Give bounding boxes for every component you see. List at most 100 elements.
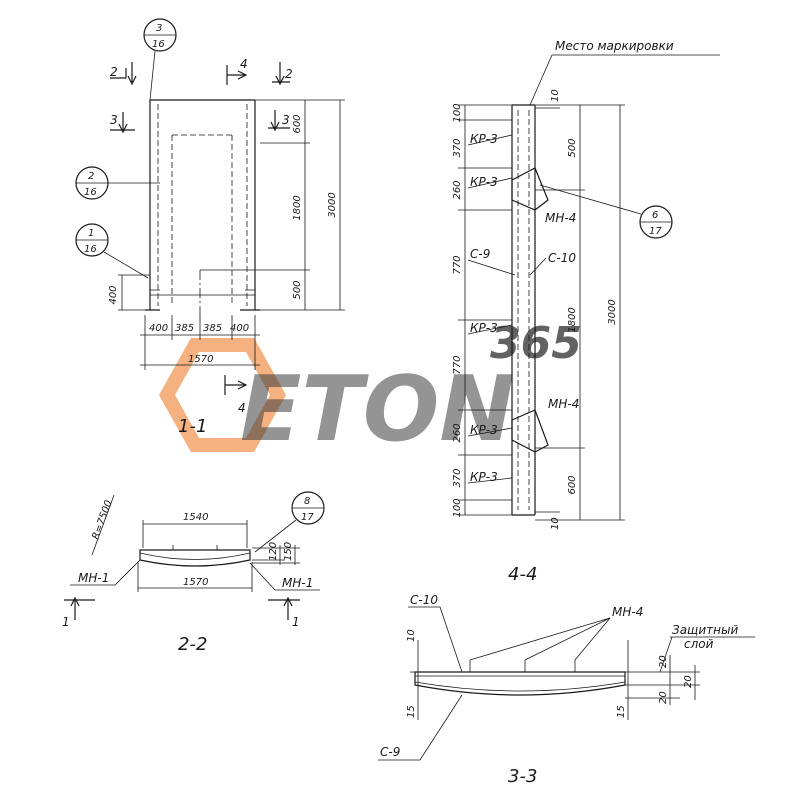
dim-4-4-l0: 100 — [452, 103, 463, 122]
section-3-3-title: 3-3 — [508, 766, 537, 787]
dim-1-1-500: 500 — [292, 280, 303, 299]
dim-4-4-l4: 770 — [452, 355, 463, 374]
dim-1-1-1800: 1800 — [292, 195, 303, 220]
callout-1-16-leader — [76, 239, 149, 279]
dim-3-3-15-left: 15 — [406, 705, 417, 718]
mn-1-left-label: МН-1 — [78, 571, 109, 585]
dim-1-1-3000: 3000 — [327, 192, 338, 217]
callout-1-16-num: 1 — [88, 228, 94, 239]
dims-1-1-right-lines — [200, 99, 345, 311]
panel-1-1-inner-lines — [157, 104, 248, 306]
dim-2-2-bottom-lines — [137, 562, 253, 592]
cut-label-2-left: 2 — [110, 65, 118, 79]
section-4-4: Место маркировки КР-3 КР-3 С-9 С-10 КР-3… — [452, 39, 720, 585]
callout-6-17-num: 6 — [652, 210, 658, 221]
mn-1-right-leader — [249, 562, 320, 591]
dim-3-3-20-a: 20 — [658, 655, 669, 668]
dim-3-3-10: 10 — [406, 629, 417, 642]
cut-arrow-3-left — [110, 112, 135, 134]
panel-2-2-ticks — [172, 545, 218, 550]
label-c10-3-3: С-10 — [410, 593, 438, 607]
mn-4-upper-shape — [511, 167, 549, 211]
callout-3-16-den: 16 — [152, 39, 165, 50]
callout-6-17-den: 17 — [649, 226, 662, 237]
cut-label-4-bottom: 4 — [238, 401, 246, 415]
leader-c9-3-3 — [378, 694, 463, 761]
panel-1-1-bottom-lines — [150, 289, 255, 296]
section-1-1: 2 3 4 2 3 4 3 16 2 16 1 16 600 1800 500 … — [75, 18, 345, 437]
dims-4-4-right-lines — [535, 104, 625, 521]
dim-3-3-20-c: 20 — [683, 675, 694, 688]
leader-kr3-b — [467, 177, 513, 189]
watermark-hexagon-icon — [158, 338, 287, 452]
label-mn4-3-3: МН-4 — [612, 605, 643, 619]
dim-1-1-width: 1570 — [188, 354, 213, 365]
dim-1-1-b2: 385 — [203, 323, 222, 334]
cut-arrow-4-bottom — [224, 375, 248, 395]
dim-2-2-1570: 1570 — [183, 577, 208, 588]
label-kr3-c: КР-3 — [470, 321, 498, 335]
cut-label-1-right: 1 — [292, 615, 300, 629]
leader-kr3-a — [467, 134, 513, 146]
leader-kr3-d — [467, 427, 513, 437]
cut-arrow-1-left — [64, 596, 95, 620]
section-4-4-title: 4-4 — [508, 564, 537, 585]
label-mn4-a: МН-4 — [545, 211, 576, 225]
panel-2-2-inner — [139, 552, 251, 560]
cut-mark-2-left — [110, 68, 127, 79]
dim-4-4-r2: 600 — [567, 475, 578, 494]
section-1-1-title: 1-1 — [178, 416, 207, 437]
section-3-3: С-10 МН-4 С-9 Защитный слой 10 15 15 20 … — [378, 593, 755, 787]
section-2-2: 1540 1570 R=7500 120 150 8 17 МН-1 МН-1 … — [62, 491, 325, 655]
cut-arrow-3-right — [268, 110, 290, 132]
mn-1-right-label: МН-1 — [282, 576, 313, 590]
dim-1-1-b1: 385 — [175, 323, 194, 334]
callout-3-16-leader — [144, 34, 176, 101]
leader-c9 — [467, 259, 516, 276]
dim-4-4-top10: 10 — [550, 89, 561, 102]
label-mn4-b: МН-4 — [548, 397, 579, 411]
label-kr3-b: КР-3 — [470, 175, 498, 189]
leader-kr3-e — [467, 477, 513, 484]
dim-1-1-left-lines — [118, 274, 150, 311]
dim-2-2-1540: 1540 — [183, 512, 208, 523]
dim-2-2-top-lines — [142, 520, 248, 548]
callout-1-16-den: 16 — [84, 244, 97, 255]
mn-1-left-leader — [70, 559, 141, 586]
dim-4-4-bottom10: 10 — [550, 517, 561, 530]
panel-4-4-rebars — [517, 110, 530, 510]
dims-4-4-left-lines — [458, 104, 512, 516]
dim-3-3-left-line — [410, 640, 425, 720]
label-c9: С-9 — [470, 247, 490, 261]
dim-4-4-r0: 500 — [567, 138, 578, 157]
panel-2-2-profile — [139, 549, 251, 567]
cut-label-3-left: 3 — [110, 113, 118, 127]
leader-c10 — [529, 257, 547, 276]
callout-2-16-num: 2 — [88, 171, 94, 182]
dim-1-1-b0: 400 — [149, 323, 168, 334]
dim-2-2-120: 120 — [268, 542, 279, 561]
leader-kr3-c — [467, 324, 513, 335]
dim-2-2-150: 150 — [283, 542, 294, 561]
cut-arrow-2-left — [127, 62, 137, 86]
callout-8-17-num: 8 — [304, 496, 310, 507]
cut-label-4-top: 4 — [240, 57, 248, 71]
dim-2-2-height-lines — [252, 545, 300, 565]
dim-4-4-l3: 770 — [452, 255, 463, 274]
section-2-2-title: 2-2 — [178, 634, 207, 655]
dim-4-4-total: 3000 — [607, 299, 618, 324]
dim-4-4-l5: 260 — [452, 423, 463, 442]
dim-3-3-right-lines — [625, 640, 700, 720]
label-c9-3-3: С-9 — [380, 745, 400, 759]
dim-2-2-radius: R=7500 — [90, 499, 114, 541]
cut-label-3-right: 3 — [282, 113, 290, 127]
watermark: 365 ETON — [158, 318, 582, 462]
panel-3-3-inner — [414, 675, 626, 692]
dim-4-4-l2: 260 — [452, 180, 463, 199]
dim-4-4-l6: 370 — [452, 468, 463, 487]
label-kr3-a: КР-3 — [470, 132, 498, 146]
callout-8-17-den: 17 — [301, 512, 314, 523]
dim-4-4-r1: 1800 — [567, 307, 578, 332]
dim-4-4-l1: 370 — [452, 138, 463, 157]
